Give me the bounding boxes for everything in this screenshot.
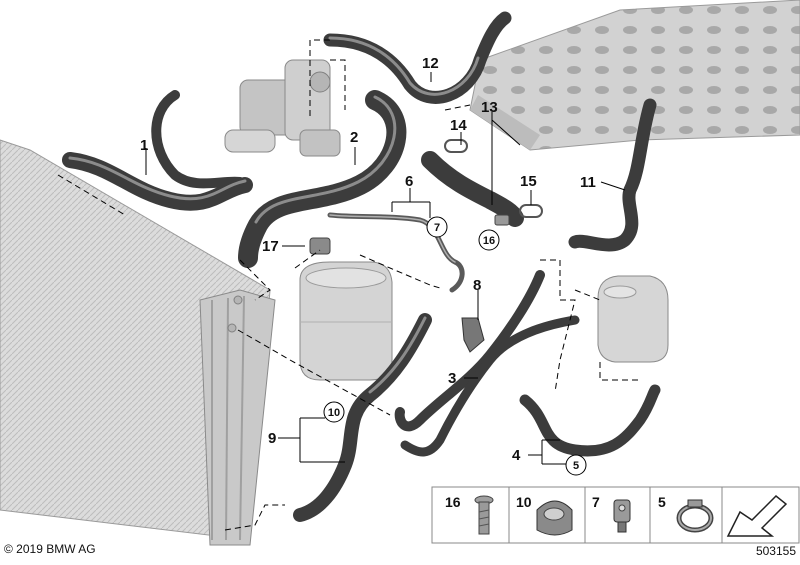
circled-16: 16 <box>483 235 495 247</box>
leader-lines <box>57 39 640 531</box>
diagram-number: 503155 <box>756 544 796 558</box>
callout-2: 2 <box>350 129 358 146</box>
callout-17: 17 <box>262 238 279 255</box>
hoses <box>62 11 661 522</box>
thermostat-housing <box>224 59 341 157</box>
legend-item-10: 10 <box>516 494 532 510</box>
expansion-tank-right <box>597 275 669 363</box>
sealing-ring-14 <box>444 139 468 153</box>
copyright-text: © 2019 BMW AG <box>4 542 96 556</box>
circled-5: 5 <box>573 460 579 472</box>
callout-6: 6 <box>405 173 413 190</box>
hose-clip-icon <box>536 500 573 536</box>
callout-13: 13 <box>481 99 498 116</box>
callout-1: 1 <box>140 137 148 154</box>
cylinder-head <box>469 0 800 151</box>
connector-icon <box>613 499 631 533</box>
callout-9: 9 <box>268 430 276 447</box>
circled-10: 10 <box>328 407 340 419</box>
sensor-17 <box>309 237 331 255</box>
legend-item-5: 5 <box>658 494 666 510</box>
callout-15: 15 <box>520 173 537 190</box>
clamps-and-fittings <box>309 139 543 353</box>
bolt-16 <box>494 214 510 226</box>
callout-4: 4 <box>512 447 521 464</box>
callout-12: 12 <box>422 55 439 72</box>
circled-labels: 7 16 10 5 <box>323 216 587 476</box>
bolt-icon <box>474 495 494 535</box>
hose-clamp-icon <box>676 499 714 533</box>
callout-11: 11 <box>580 174 596 191</box>
callout-3: 3 <box>448 370 456 387</box>
legend-item-7: 7 <box>592 494 600 510</box>
callout-8: 8 <box>473 277 481 294</box>
legend-strip: 16 10 7 5 <box>431 486 800 544</box>
bracket-8 <box>461 317 485 353</box>
legend-item-16: 16 <box>445 494 461 510</box>
callout-14: 14 <box>450 117 467 134</box>
callout-labels: 1 2 3 4 6 8 9 11 12 13 14 15 17 <box>140 55 596 464</box>
radiator <box>0 139 276 546</box>
expansion-tank <box>299 261 393 381</box>
arrow-icon <box>726 494 788 537</box>
circled-7: 7 <box>434 222 440 234</box>
